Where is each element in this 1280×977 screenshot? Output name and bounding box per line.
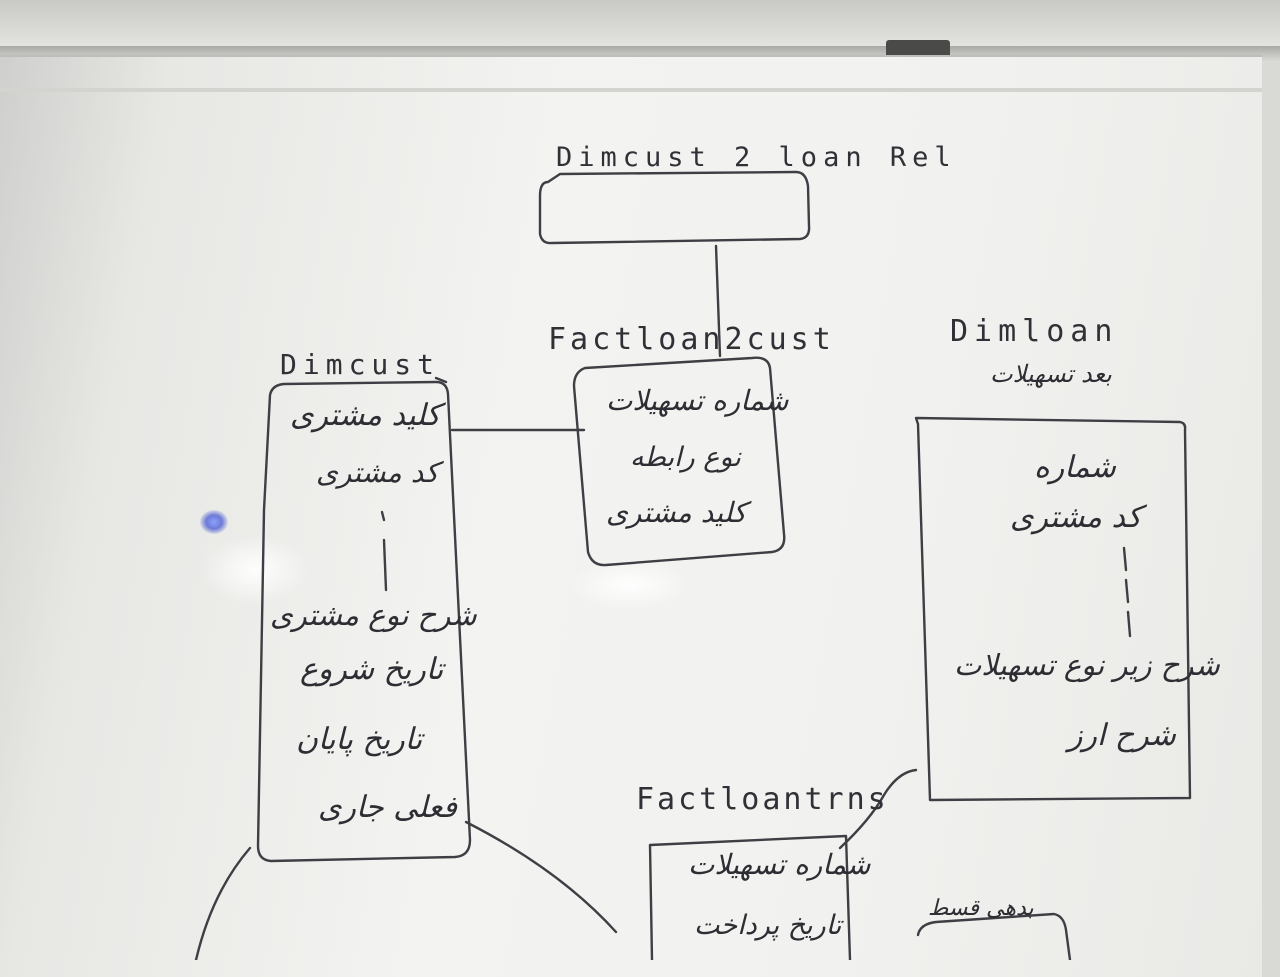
bridge-box — [538, 170, 811, 245]
blue-light-reflection — [200, 510, 228, 534]
fact-loan-trns-field: شماره تسهیلات — [688, 848, 871, 881]
fact-loan2cust-field: کلید مشتری — [606, 496, 747, 529]
light-glare — [200, 535, 310, 605]
ellipsis-marks — [1122, 546, 1132, 638]
fact-loan2cust-box — [572, 356, 786, 567]
fact-loan2cust-title: Factloan2cust — [548, 322, 835, 357]
dim-cust-field: شرح نوع مشتری — [270, 598, 477, 632]
dim-cust-field: کد مشتری — [316, 456, 439, 489]
dim-cust-box-edge — [434, 376, 448, 384]
dim-loan-field: کد مشتری — [1010, 500, 1142, 535]
paper-top-edge — [0, 88, 1262, 92]
dim-cust-field: کلید مشتری — [290, 398, 441, 433]
dim-loan-box — [914, 416, 1192, 802]
fact-loan-trns-field: تاریخ پرداخت — [694, 910, 842, 941]
dim-cust-field: تاریخ پایان — [296, 722, 423, 757]
ceiling — [0, 0, 1280, 52]
dim-cust-title: Dimcust — [280, 348, 441, 381]
dim-cust-field: فعلی جاری — [318, 790, 457, 825]
bridge-title: Dimcust 2 loan Rel — [556, 142, 957, 173]
corner-title: بدهی قسط — [928, 896, 1034, 921]
dim-loan-title: Dimloan — [950, 314, 1119, 349]
corner-box — [916, 912, 1072, 960]
link-trns-dimloan — [838, 768, 918, 850]
fact-loan2cust-field: نوع رابطه — [630, 442, 741, 473]
dim-loan-field: شرح ارز — [1068, 718, 1176, 753]
fact-loan2cust-field: شماره تسهیلات — [606, 384, 789, 417]
fact-loan-trns-title: Factloantrns — [636, 782, 889, 817]
dim-cust-box — [256, 380, 472, 863]
dim-loan-field: شرح زیر نوع تسهیلات — [954, 648, 1220, 682]
light-glare — [570, 560, 690, 610]
dim-loan-field: شماره — [1034, 450, 1116, 485]
lower-curve — [194, 846, 252, 960]
fact-loan-trns-box — [648, 834, 852, 960]
ellipsis-marks — [380, 510, 388, 592]
lower-curve — [464, 820, 618, 934]
dim-cust-field: تاریخ شروع — [300, 652, 444, 687]
link-bridge-fact — [714, 244, 722, 358]
dim-loan-subtitle: بعد تسهیلات — [990, 360, 1112, 388]
